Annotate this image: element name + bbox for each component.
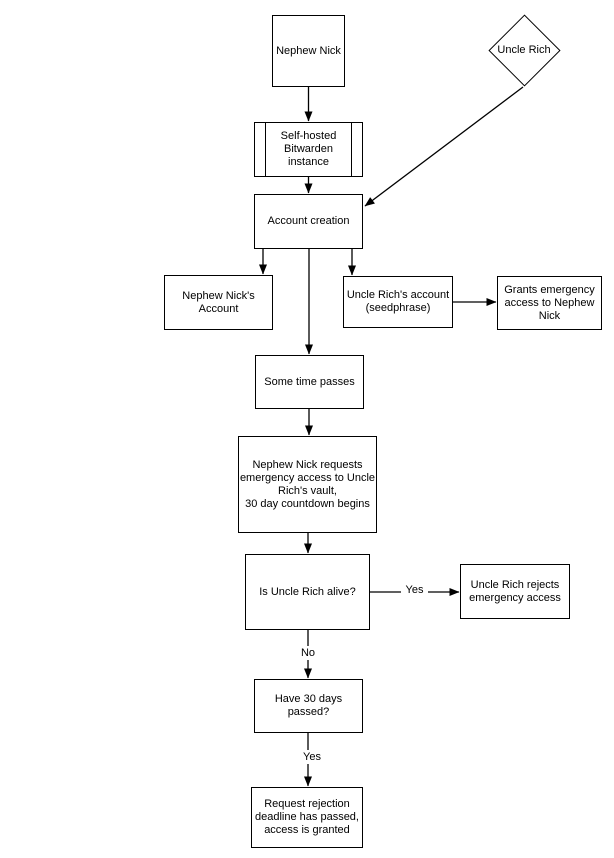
edge-label-days-yes: Yes [299, 750, 325, 764]
process-bar-right [350, 123, 352, 176]
node-have-30-days-passed: Have 30 days passed? [254, 679, 363, 733]
node-request-emergency-access-label: Nephew Nick requests emergency access to… [239, 458, 376, 510]
node-access-granted-label: Request rejection deadline has passed, a… [255, 798, 359, 836]
node-is-uncle-rich-alive-label: Is Uncle Rich alive? [259, 585, 356, 598]
node-uncle-rich-label: Uncle Rich [497, 43, 551, 56]
node-bitwarden-instance: Self-hosted Bitwarden instance [254, 122, 363, 177]
node-request-emergency-access: Nephew Nick requests emergency access to… [238, 436, 377, 533]
node-nephew-nick-label: Nephew Nick [276, 44, 341, 57]
node-nephew-nicks-account: Nephew Nick's Account [164, 275, 273, 330]
node-grants-emergency-access-label: Grants emergency access to Nephew Nick [504, 283, 595, 322]
edge-uncle-rich-to-account-creation [364, 86, 524, 207]
node-bitwarden-instance-label: Self-hosted Bitwarden instance [280, 130, 337, 168]
node-is-uncle-rich-alive: Is Uncle Rich alive? [245, 554, 370, 630]
node-account-creation-label: Account creation [267, 215, 350, 227]
node-grants-emergency-access: Grants emergency access to Nephew Nick [497, 276, 602, 330]
node-some-time-passes: Some time passes [255, 355, 364, 409]
node-account-creation: Account creation [254, 194, 363, 249]
node-some-time-passes-label: Some time passes [264, 375, 355, 388]
edge-label-alive-yes: Yes [401, 583, 428, 597]
node-access-granted: Request rejection deadline has passed, a… [251, 787, 363, 848]
node-uncle-rich: Uncle Rich [487, 13, 561, 87]
edge-label-alive-no: No [295, 646, 321, 660]
node-uncle-richs-account-label: Uncle Rich's account (seedphrase) [346, 289, 450, 314]
node-have-30-days-passed-label: Have 30 days passed? [274, 693, 343, 718]
process-bar-left [265, 123, 267, 176]
node-nephew-nick: Nephew Nick [272, 15, 345, 87]
node-rejects-emergency-access: Uncle Rich rejects emergency access [460, 564, 570, 619]
node-uncle-richs-account: Uncle Rich's account (seedphrase) [343, 276, 453, 328]
node-nephew-nicks-account-label: Nephew Nick's Account [182, 289, 255, 315]
node-rejects-emergency-access-label: Uncle Rich rejects emergency access [469, 578, 561, 604]
